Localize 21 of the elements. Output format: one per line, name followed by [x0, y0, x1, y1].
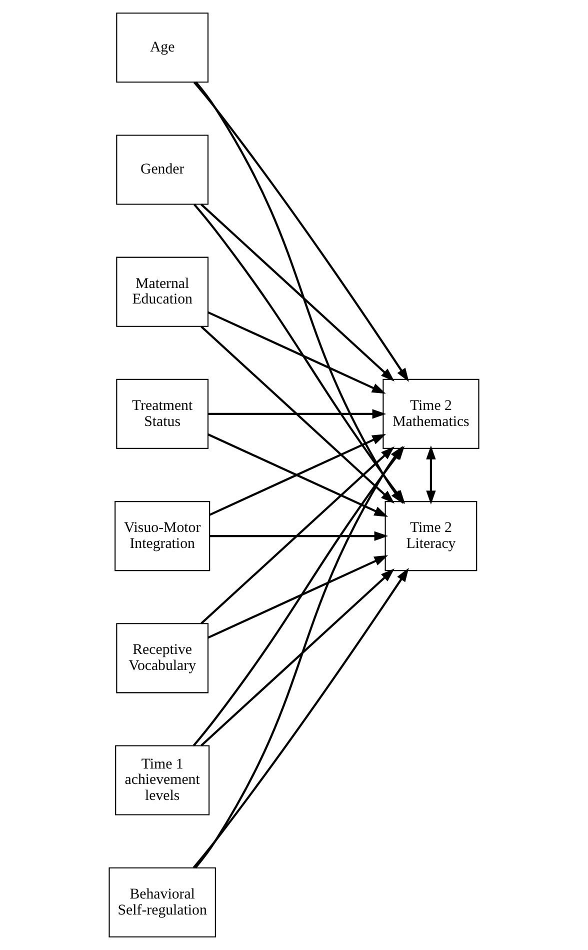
node-box: Treatment Status [116, 378, 209, 449]
arrow [193, 82, 409, 382]
node-box: Maternal Education [116, 256, 209, 327]
arrow [208, 555, 388, 639]
arrow [200, 204, 394, 382]
node-box: Gender [116, 134, 209, 205]
arrow [208, 409, 386, 419]
node-box: Behavioral Self-regulation [108, 867, 216, 938]
arrow [200, 446, 394, 624]
arrow [208, 311, 386, 394]
node-box: Age [116, 12, 209, 83]
arrow [200, 568, 394, 746]
node-box: Visuo-Motor Integration [114, 501, 210, 572]
node-box: Time 2 Mathematics [382, 378, 480, 449]
node-box: Time 1 achievement levels [115, 745, 210, 816]
arrow [210, 531, 388, 541]
node-box: Receptive Vocabulary [116, 623, 209, 694]
arrow [200, 326, 394, 504]
arrow [426, 446, 436, 504]
node-box: Time 2 Literacy [384, 501, 478, 572]
arrow [192, 568, 409, 868]
